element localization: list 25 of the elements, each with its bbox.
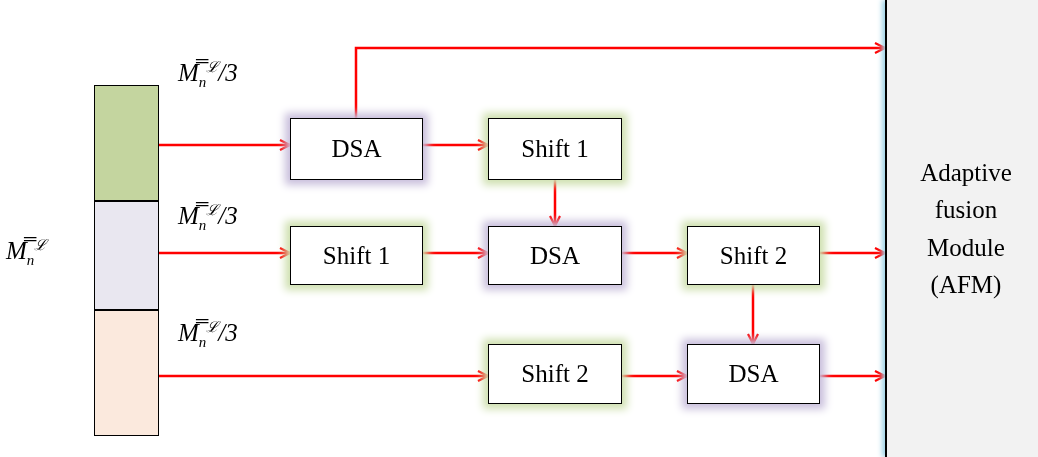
arrow — [423, 246, 490, 260]
process-box: DSA — [687, 344, 820, 404]
process-box: Shift 2 — [488, 344, 622, 404]
arrow — [159, 138, 292, 152]
process-box: DSA — [290, 118, 423, 180]
feature-segment — [94, 310, 159, 436]
arrow — [548, 180, 562, 228]
process-box: Shift 1 — [488, 118, 622, 180]
arrow — [622, 246, 689, 260]
feature-segment — [94, 201, 159, 310]
arrow — [159, 369, 490, 383]
arrow — [159, 246, 292, 260]
feature-segment — [94, 85, 159, 201]
module-panel — [885, 0, 1038, 457]
arrow — [423, 138, 490, 152]
process-box: Shift 1 — [290, 226, 423, 285]
arrow — [622, 369, 689, 383]
arrow — [354, 41, 887, 118]
process-box: DSA — [488, 226, 622, 285]
feature-stack — [94, 85, 159, 436]
process-box: Shift 2 — [687, 226, 820, 285]
module-label: Adaptive fusion Module (AFM) — [919, 157, 1013, 301]
arrow — [746, 285, 760, 346]
arrow — [820, 246, 887, 260]
arrow — [820, 369, 887, 383]
